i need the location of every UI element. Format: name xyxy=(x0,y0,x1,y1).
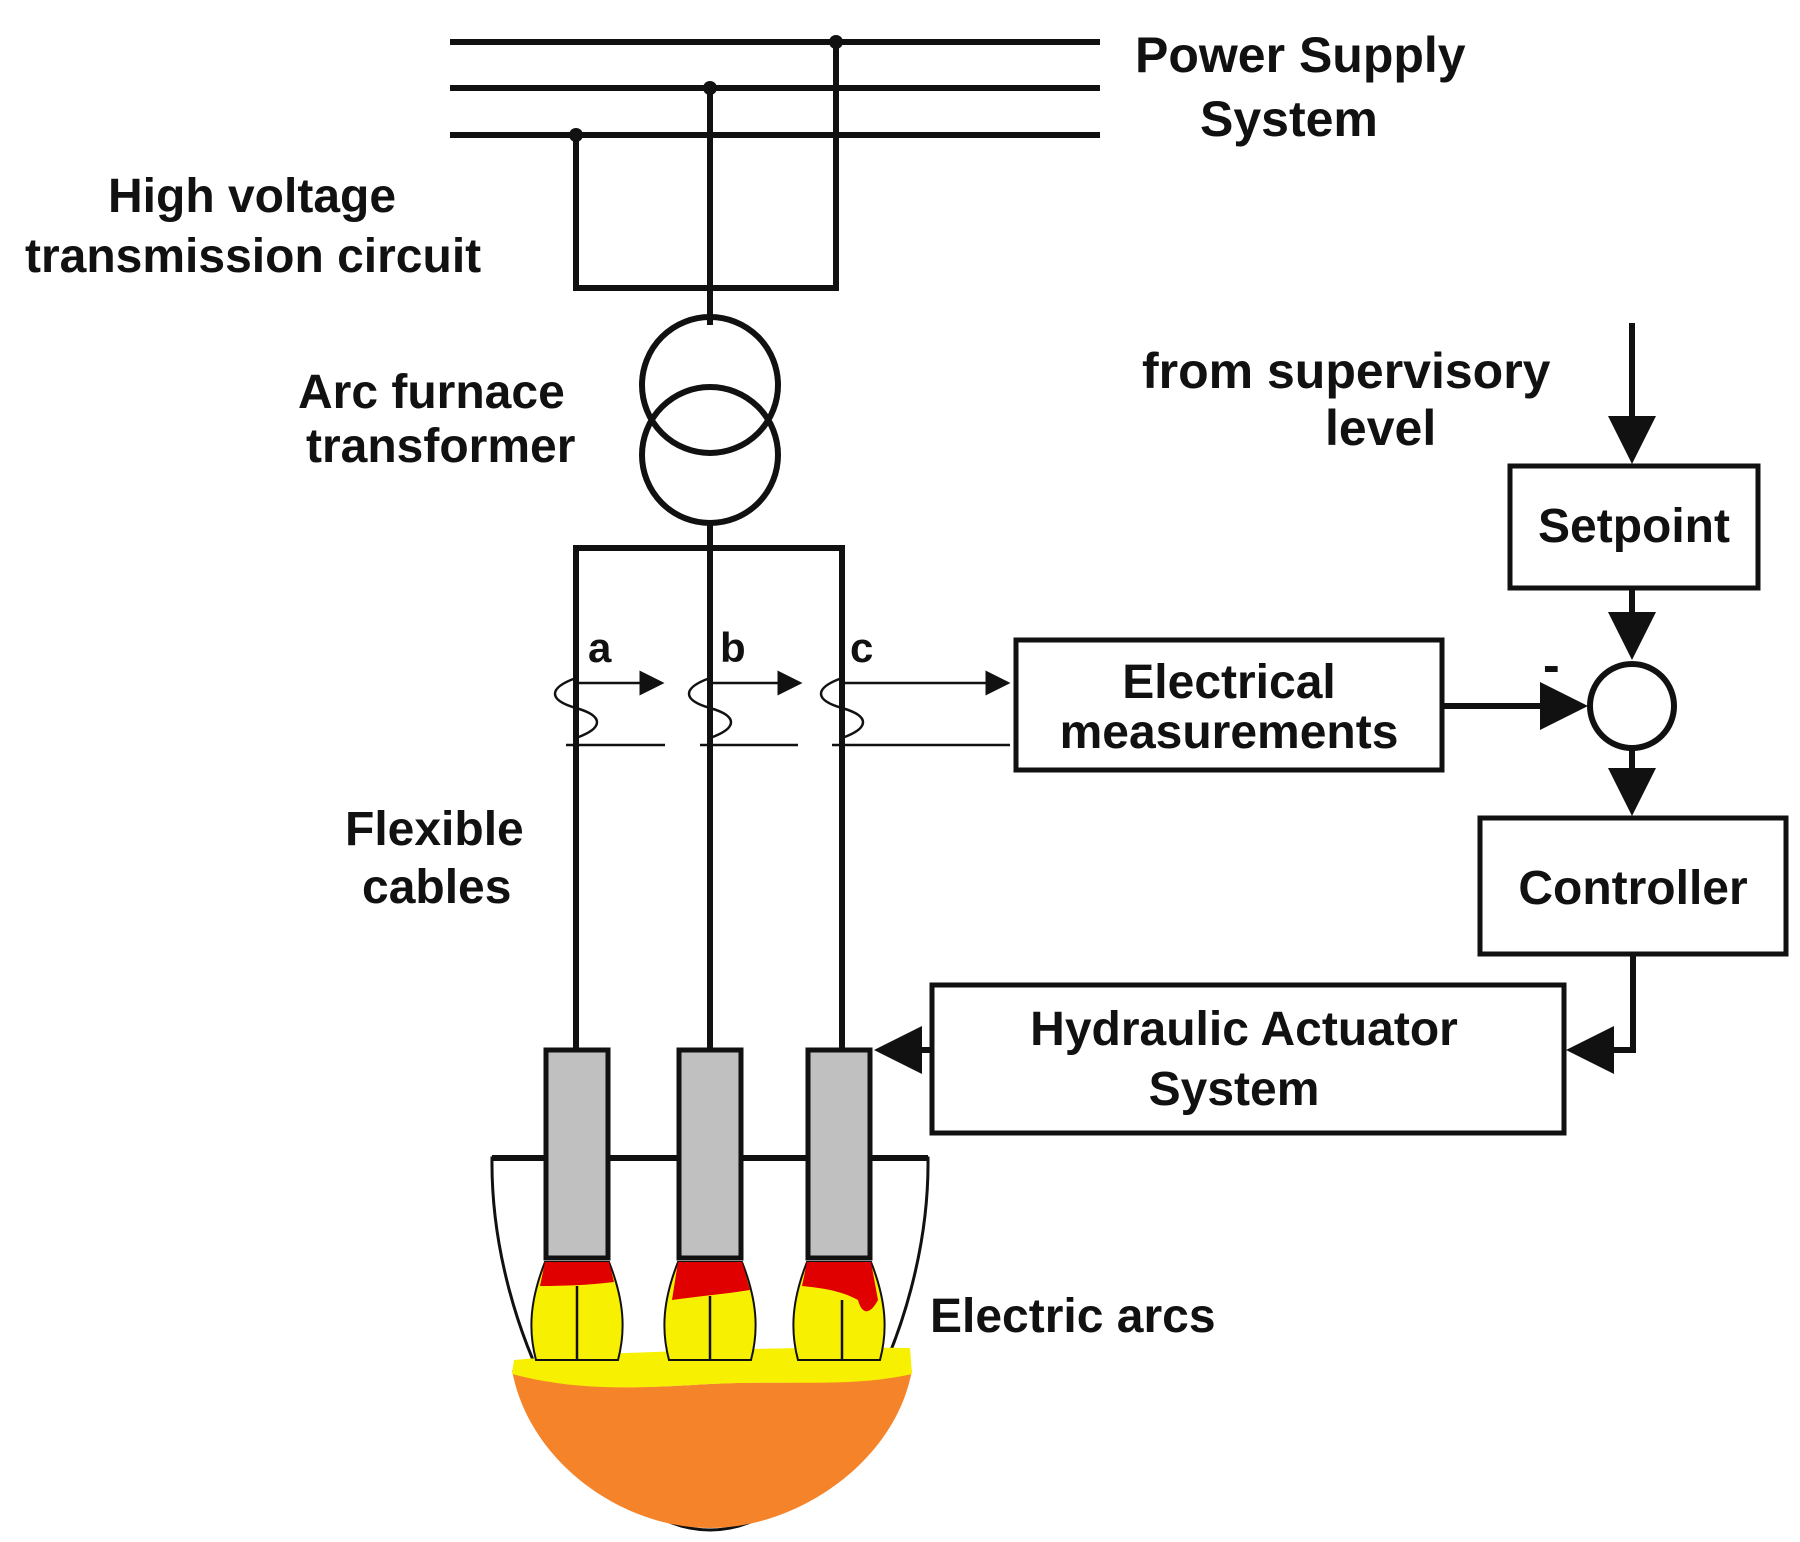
current-sensors xyxy=(554,670,1011,747)
supervisory-label-line2: level xyxy=(1325,400,1436,456)
furnace xyxy=(490,1047,930,1532)
actuator-label-line1: Hydraulic Actuator xyxy=(1030,1003,1458,1056)
electrode-c xyxy=(792,1047,886,1361)
electrode-a xyxy=(530,1047,624,1361)
electric-arcs-label: Electric arcs xyxy=(930,1290,1216,1343)
transformer-label-line1: Arc furnace xyxy=(298,366,565,419)
setpoint-label: Setpoint xyxy=(1538,500,1730,553)
phase-a-label: a xyxy=(588,624,612,671)
transformer-symbol xyxy=(639,314,781,526)
controller-to-actuator-arrow xyxy=(1566,954,1636,1074)
phase-b-label: b xyxy=(720,624,746,671)
setpoint-block: Setpoint xyxy=(1507,463,1761,591)
flexible-cables xyxy=(573,523,845,1050)
controller-block: Controller xyxy=(1477,815,1789,957)
hydraulic-actuator-block: Hydraulic Actuator System xyxy=(929,982,1567,1136)
transformer-label-line2: transformer xyxy=(306,420,575,473)
supervisory-label-line1: from supervisory xyxy=(1142,343,1551,399)
electrode-b xyxy=(663,1047,757,1361)
measurements-label-line1: Electrical xyxy=(1122,656,1335,709)
molten-metal xyxy=(512,1370,912,1528)
phase-c-label: c xyxy=(850,624,873,671)
hv-circuit-label-line1: High voltage xyxy=(108,170,396,223)
minus-sign: - xyxy=(1543,637,1560,693)
summing-junction xyxy=(1587,661,1677,751)
actuator-label-line2: System xyxy=(1149,1063,1320,1116)
electrical-measurements-block: Electrical measurements xyxy=(1013,637,1445,773)
power-supply-label-line1: Power Supply xyxy=(1135,27,1466,83)
power-supply-label-line2: System xyxy=(1200,91,1378,147)
power-supply-bus xyxy=(450,35,1100,142)
hv-circuit-label-line2: transmission circuit xyxy=(25,230,481,283)
measurements-label-line2: measurements xyxy=(1060,706,1399,759)
hv-transmission-circuit xyxy=(573,42,839,325)
flexible-cables-label-line2: cables xyxy=(362,861,511,914)
controller-label: Controller xyxy=(1518,862,1747,915)
flexible-cables-label-line1: Flexible xyxy=(345,803,524,856)
